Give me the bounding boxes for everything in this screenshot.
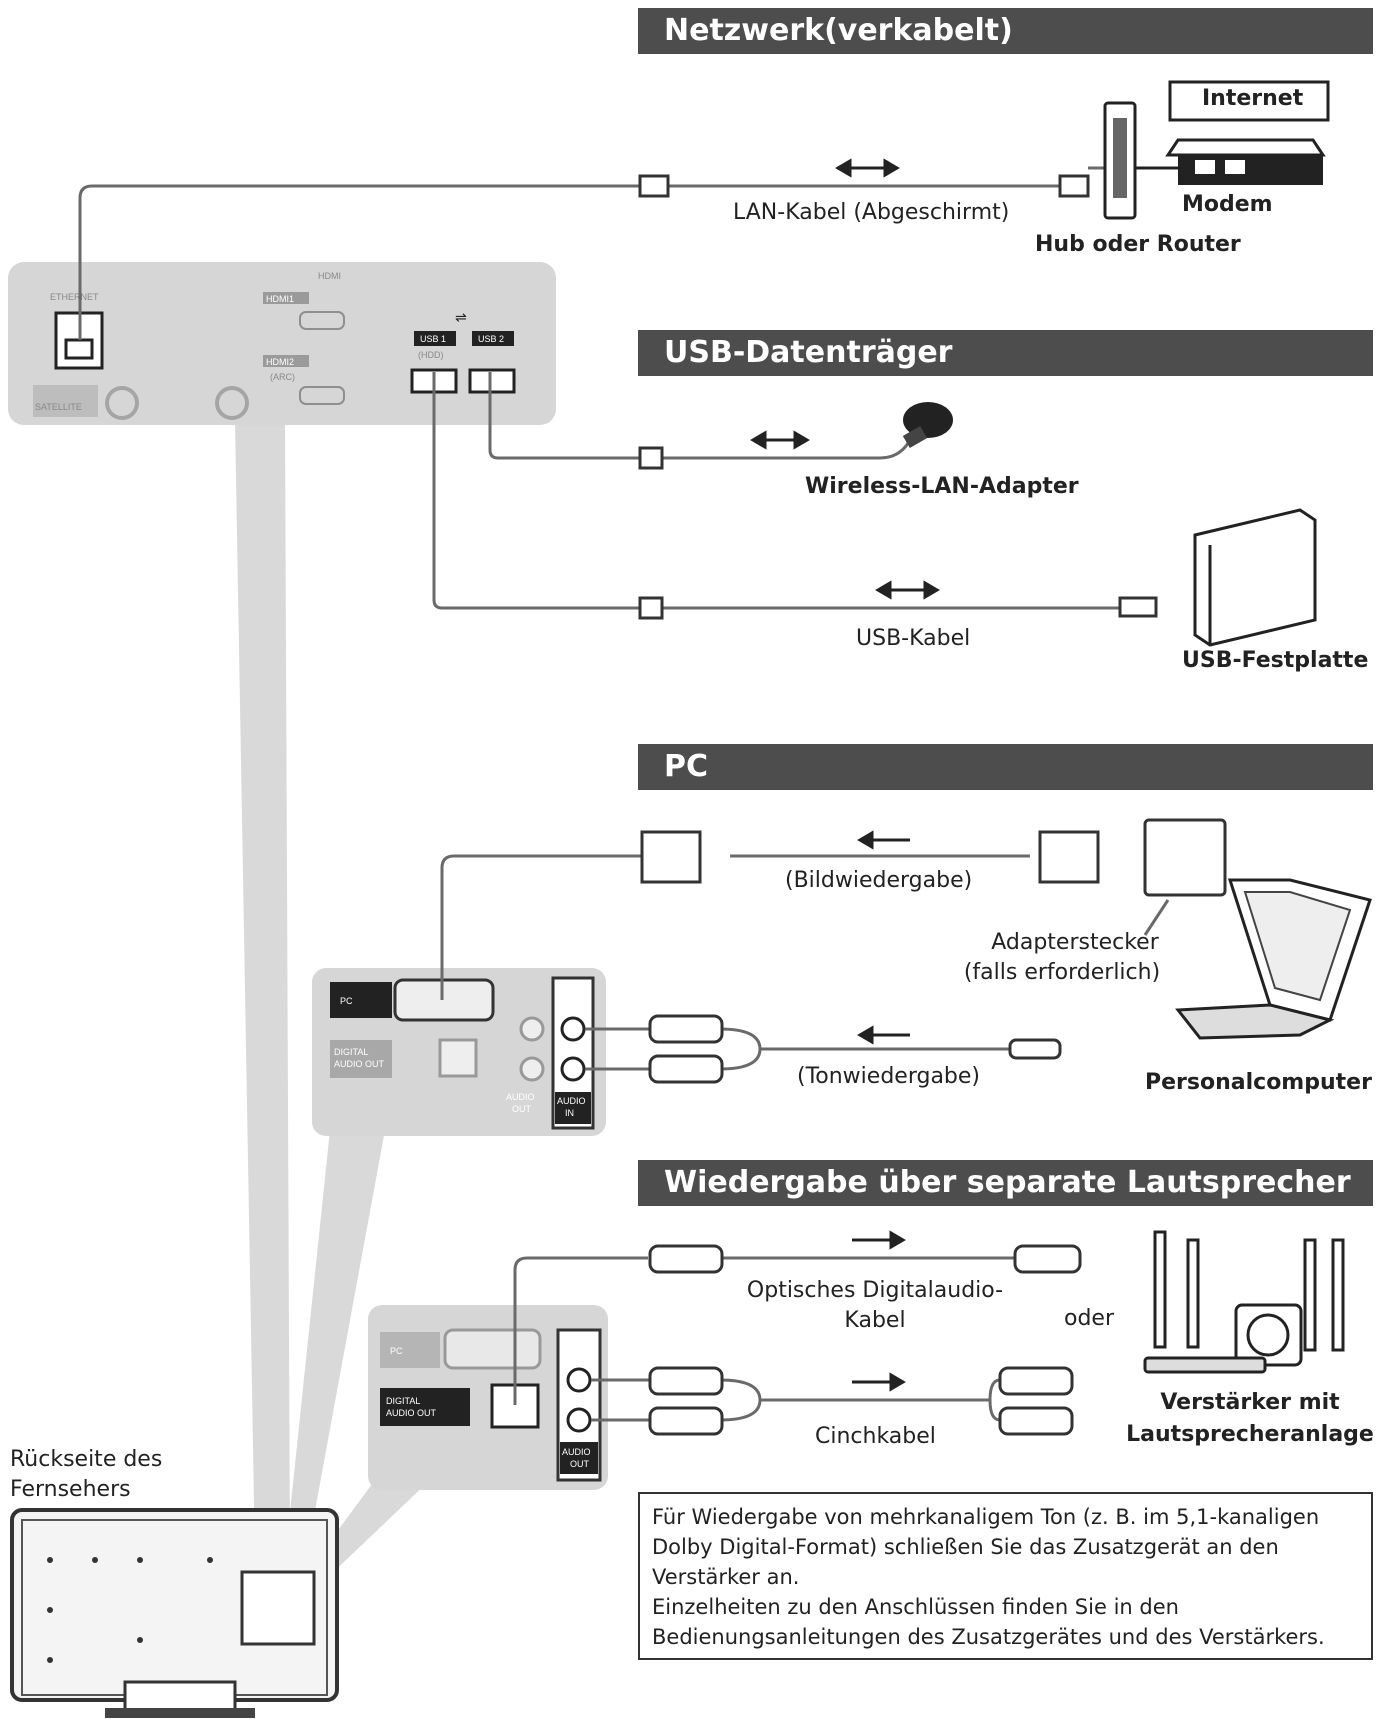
usb1-cable	[432, 372, 648, 610]
note-line-1: Für Wiedergabe von mehrkanaligem Ton (z.…	[652, 1505, 1320, 1589]
optical-cable-tv	[513, 1256, 648, 1405]
lan-cable-tv	[78, 184, 648, 340]
pc-tag-text: PC	[340, 996, 353, 1006]
hdmi1-port	[299, 311, 345, 330]
usb1-text: USB 1	[420, 334, 446, 344]
wlan-label: Wireless-LAN-Adapter	[805, 474, 1079, 499]
tv-back	[10, 1508, 339, 1718]
hdd-icon	[1193, 508, 1317, 647]
hub-router-icon	[1103, 101, 1137, 220]
hdmi-logo: HDMI	[318, 271, 341, 281]
amp-label-1: Verstärker mit	[1160, 1390, 1340, 1415]
internet-box	[1168, 80, 1330, 122]
computer-label: Personalcomputer	[1145, 1070, 1372, 1095]
direction-arrows	[750, 158, 940, 1392]
vga-cable-tv	[440, 854, 648, 1000]
hdmi2-text: HDMI2	[266, 357, 294, 367]
sp-audio-out-text-1: AUDIO	[562, 1447, 591, 1457]
sp-pc-text: PC	[390, 1346, 403, 1356]
tv-back-label-1: Rückseite des	[10, 1447, 163, 1472]
arc-text: (ARC)	[270, 372, 295, 382]
tv-connector-area	[240, 1570, 316, 1646]
audio-out-r-jack	[566, 1407, 592, 1433]
section-network: Netzwerk(verkabelt)	[638, 8, 1373, 54]
tv-stand	[123, 1680, 237, 1714]
vga-plug-left	[640, 830, 702, 884]
tv-back-panel-top: HDMI HDMI1 HDMI2 (ARC) ETHERNET SATELLIT…	[8, 262, 556, 425]
speaker-system-icon	[1143, 1230, 1345, 1374]
wlan-cable	[660, 439, 912, 460]
pc-panel: PC DIGITAL AUDIO OUT AUDIO OUT AUDIO IN	[312, 968, 606, 1136]
hub-label: Hub oder Router	[1035, 232, 1241, 257]
video-label: (Bildwiedergabe)	[785, 868, 973, 893]
pc-digital-text-2: AUDIO OUT	[334, 1059, 385, 1069]
sp-digital-text-1: DIGITAL	[386, 1396, 420, 1406]
hdmi2-tag	[263, 355, 309, 367]
sp-audio-out-text-2: OUT	[570, 1459, 590, 1469]
hdmi1-tag	[263, 292, 309, 304]
tv-back-label-2: Fernsehers	[10, 1477, 131, 1502]
satellite-text: SATELLITE	[35, 402, 82, 412]
usb1-hdd-text: (HDD)	[418, 350, 444, 360]
note-line-2: Einzelheiten zu den Anschlüssen finden S…	[652, 1595, 1325, 1649]
hdd-label: USB-Festplatte	[1182, 648, 1369, 673]
usb2-text: USB 2	[478, 334, 504, 344]
usb-symbol-icon: ⇌	[455, 310, 467, 326]
vga-plug-right	[1038, 830, 1100, 884]
vga-port	[393, 978, 495, 1022]
amp-label-2: Lautsprecheranlage	[1126, 1422, 1374, 1447]
modem-icon	[1136, 80, 1330, 185]
audio-out-text-1: AUDIO	[506, 1092, 535, 1102]
section-pc: PC	[638, 744, 1373, 790]
optical-port-dim	[438, 1038, 478, 1078]
hdmi1-text: HDMI1	[266, 294, 294, 304]
optical-label-2: Kabel	[844, 1308, 906, 1333]
lan-cable-label: LAN-Kabel (Abgeschirmt)	[733, 200, 1010, 225]
modem-label: Modem	[1182, 192, 1273, 217]
adapter-label-2: (falls erforderlich)	[963, 960, 1161, 985]
cinch-label: Cinchkabel	[815, 1424, 936, 1449]
pc-digital-text-1: DIGITAL	[334, 1047, 368, 1057]
sp-digital-text-2: AUDIO OUT	[386, 1408, 437, 1418]
optical-label-1: Optisches Digitalaudio-	[746, 1278, 1004, 1303]
antenna-port	[215, 386, 249, 420]
adapter-label-1: Adapterstecker	[991, 930, 1159, 955]
note-box: Für Wiedergabe von mehrkanaligem Ton (z.…	[638, 1492, 1373, 1660]
internet-label: Internet	[1202, 86, 1304, 111]
audio-out-l-jack	[566, 1367, 592, 1393]
audio-y-split	[719, 1027, 762, 1071]
section-usb: USB-Datenträger	[638, 330, 1373, 376]
usb2-cable	[488, 372, 648, 460]
hdmi2-port	[299, 386, 345, 405]
section-speakers: Wiedergabe über separate Lautsprecher	[638, 1160, 1373, 1206]
usb-cable-label: USB-Kabel	[856, 626, 971, 651]
audio-in-text-1: AUDIO	[557, 1096, 586, 1106]
audio-in-text-2: IN	[565, 1108, 574, 1118]
audio-in-r-jack	[560, 1056, 586, 1082]
audio-in-l-jack	[560, 1016, 586, 1042]
satellite-port	[105, 386, 139, 420]
connectors	[638, 174, 1227, 1436]
speaker-panel: PC DIGITAL AUDIO OUT AUDIO OUT	[368, 1305, 608, 1490]
or-label: oder	[1064, 1306, 1115, 1331]
audio-out-text-2: OUT	[512, 1104, 532, 1114]
audio-label: (Tonwiedergabe)	[797, 1064, 981, 1089]
laptop-icon	[1175, 878, 1372, 1040]
mini-jack	[1008, 1038, 1062, 1060]
ethernet-text: ETHERNET	[50, 292, 99, 302]
wlan-adapter-icon	[902, 402, 953, 449]
adapter-plug	[1143, 818, 1227, 897]
usb2-port	[468, 368, 516, 394]
